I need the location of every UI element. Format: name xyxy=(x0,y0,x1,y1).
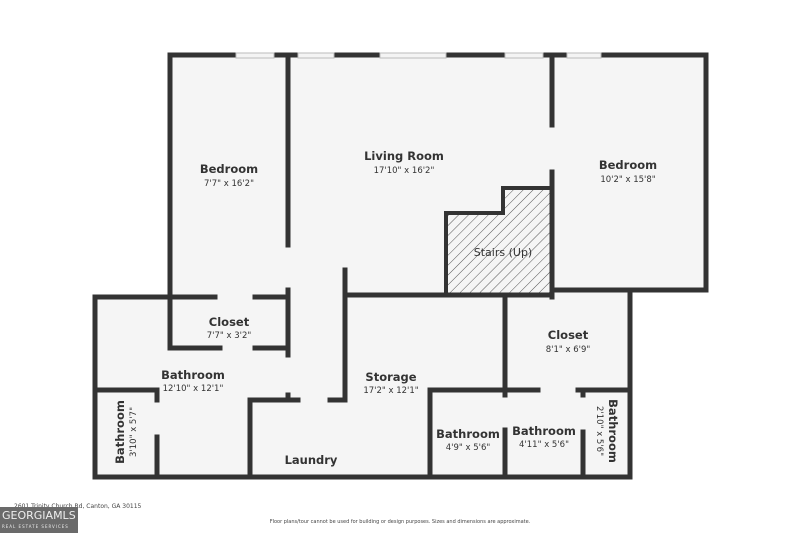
room-name-bedroom-left: Bedroom xyxy=(200,162,258,176)
room-name-bathroom-large: Bathroom xyxy=(161,368,225,382)
room-dim-living-room: 17'10" x 16'2" xyxy=(374,166,435,176)
room-name-stairs: Stairs (Up) xyxy=(474,246,532,259)
room-name-closet-right: Closet xyxy=(548,328,589,342)
room-dim-bathroom-large: 12'10" x 12'1" xyxy=(163,384,224,394)
room-dim-closet-right: 8'1" x 6'9" xyxy=(546,345,591,355)
disclaimer: Floor plans/tour cannot be used for buil… xyxy=(269,519,531,525)
room-dim-storage: 17'2" x 12'1" xyxy=(363,386,418,396)
windows xyxy=(235,52,602,59)
room-name-bathroom-c: Bathroom xyxy=(606,399,620,463)
room-dim-bedroom-left: 7'7" x 16'2" xyxy=(204,179,254,189)
floor-fill xyxy=(95,55,706,477)
room-dim-bathroom-a: 4'9" x 5'6" xyxy=(446,443,491,453)
room-dim-bathroom-b: 4'11" x 5'6" xyxy=(519,440,569,450)
room-name-living-room: Living Room xyxy=(364,149,444,163)
room-name-bathroom-b: Bathroom xyxy=(512,424,576,438)
georgia-mls-logo: GEORGIAMLS REAL ESTATE SERVICES xyxy=(0,507,78,533)
room-dim-bathroom-c: 2'10" x 5'6" xyxy=(594,406,604,456)
room-dim-bedroom-right: 10'2" x 15'8" xyxy=(600,175,655,185)
room-dim-closet-left: 7'7" x 3'2" xyxy=(207,331,252,341)
room-name-laundry: Laundry xyxy=(285,453,338,467)
property-address: 2601 Trinity Church Rd, Canton, GA 30115 xyxy=(14,503,142,510)
room-name-bathroom-small-left: Bathroom xyxy=(113,400,127,464)
room-name-closet-left: Closet xyxy=(209,315,250,329)
logo-sub-text: REAL ESTATE SERVICES xyxy=(2,524,69,529)
room-name-bedroom-right: Bedroom xyxy=(599,158,657,172)
logo-main-text: GEORGIAMLS xyxy=(2,509,76,522)
walls xyxy=(92,52,709,480)
room-dim-bathroom-small-left: 3'10" x 5'7" xyxy=(129,407,139,457)
room-name-bathroom-a: Bathroom xyxy=(436,427,500,441)
room-name-storage: Storage xyxy=(365,370,416,384)
